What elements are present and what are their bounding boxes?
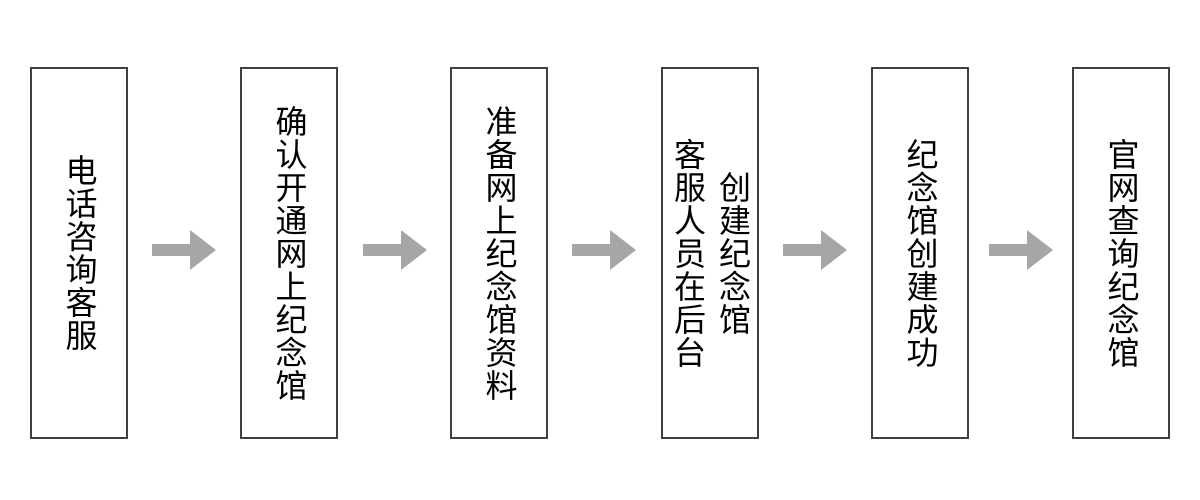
right-arrow-icon (783, 230, 847, 270)
right-arrow-icon (989, 230, 1053, 270)
right-arrow-icon (152, 230, 216, 270)
right-arrow-shape (989, 230, 1053, 270)
flow-step-label: 客服人员在后台 创建纪念馆 (670, 137, 751, 369)
flow-step-memorial-created-success: 纪念馆创建成功 (871, 67, 969, 439)
right-arrow-icon (363, 230, 427, 270)
flow-step-label: 电话咨询客服 (61, 154, 98, 352)
flow-step-label: 确认开通网上纪念馆 (271, 104, 308, 402)
right-arrow-shape (363, 230, 427, 270)
right-arrow-shape (152, 230, 216, 270)
flow-step-prepare-memorial-materials: 准备网上纪念馆资料 (450, 67, 548, 439)
flow-step-phone-consult-support: 电话咨询客服 (30, 67, 128, 439)
flow-step-label: 官网查询纪念馆 (1103, 137, 1140, 369)
flow-step-staff-create-memorial-backend: 客服人员在后台 创建纪念馆 (661, 67, 759, 439)
flow-step-label: 准备网上纪念馆资料 (481, 104, 518, 402)
right-arrow-icon (572, 230, 636, 270)
right-arrow-shape (572, 230, 636, 270)
flow-step-official-site-query-memorial: 官网查询纪念馆 (1072, 67, 1170, 439)
flow-step-confirm-open-memorial: 确认开通网上纪念馆 (240, 67, 338, 439)
flow-step-label: 纪念馆创建成功 (902, 137, 939, 369)
right-arrow-shape (783, 230, 847, 270)
